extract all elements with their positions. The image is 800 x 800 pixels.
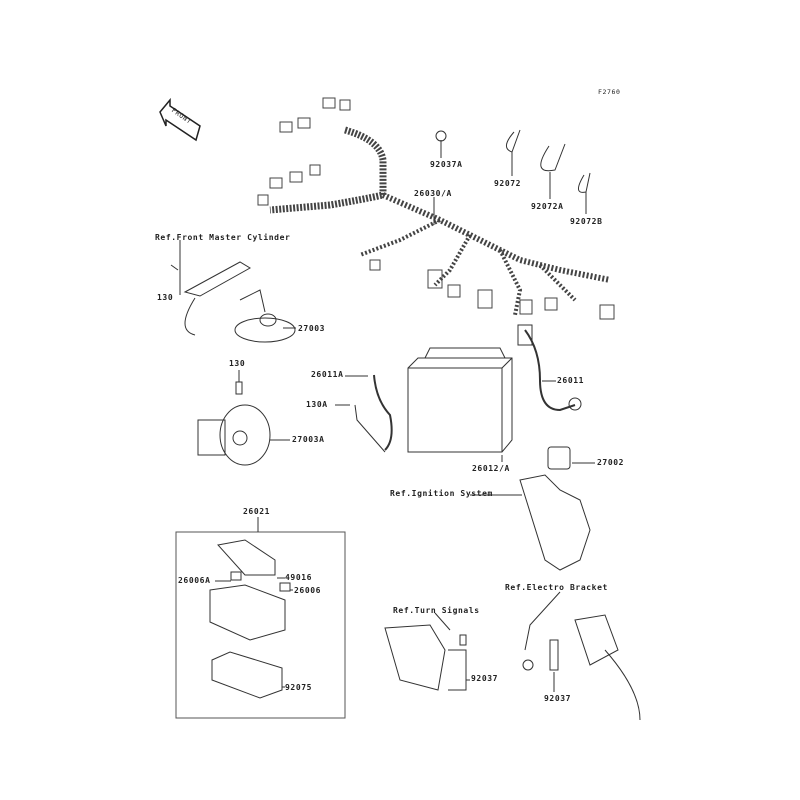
part-label-130a[interactable]: 130A xyxy=(306,400,328,409)
part-label-92072a[interactable]: 92072A xyxy=(531,202,564,211)
front-arrow-icon xyxy=(159,97,201,142)
part-label-92037a[interactable]: 92037A xyxy=(430,160,463,169)
figure-code: F2760 xyxy=(598,88,621,96)
part-label-130[interactable]: 130 xyxy=(157,293,174,302)
horn-27003 xyxy=(170,240,296,343)
part-label-27003a[interactable]: 27003A xyxy=(292,435,325,444)
horn-27003a xyxy=(197,370,290,466)
ref-front-master-cylinder[interactable]: Ref.Front Master Cylinder xyxy=(155,233,291,242)
part-label-92075[interactable]: 92075 xyxy=(285,683,313,692)
part-label-26012a[interactable]: 26012/A xyxy=(472,464,510,473)
part-label-26011a[interactable]: 26011A xyxy=(311,370,344,379)
part-label-27003[interactable]: 27003 xyxy=(298,324,326,333)
part-label-92037-turn[interactable]: 92037 xyxy=(471,674,499,683)
part-label-27002[interactable]: 27002 xyxy=(597,458,625,467)
battery-26012a xyxy=(407,347,513,462)
part-label-130-horn[interactable]: 130 xyxy=(229,359,246,368)
part-label-26006a[interactable]: 26006A xyxy=(178,576,211,585)
part-label-92072b[interactable]: 92072B xyxy=(570,217,603,226)
part-label-92072[interactable]: 92072 xyxy=(494,179,522,188)
part-label-92037-electro[interactable]: 92037 xyxy=(544,694,572,703)
fuse-box xyxy=(209,539,291,699)
part-label-26030a[interactable]: 26030/A xyxy=(414,189,452,198)
part-label-26011[interactable]: 26011 xyxy=(557,376,585,385)
part-label-26006[interactable]: 26006 xyxy=(294,586,322,595)
wiring-harness xyxy=(257,97,615,320)
ref-electro-bracket[interactable]: Ref.Electro Bracket xyxy=(505,583,608,592)
part-label-49016[interactable]: 49016 xyxy=(285,573,313,582)
part-label-26021[interactable]: 26021 xyxy=(243,507,271,516)
ref-ignition-system[interactable]: Ref.Ignition System xyxy=(390,489,493,498)
ref-turn-signals[interactable]: Ref.Turn Signals xyxy=(393,606,480,615)
